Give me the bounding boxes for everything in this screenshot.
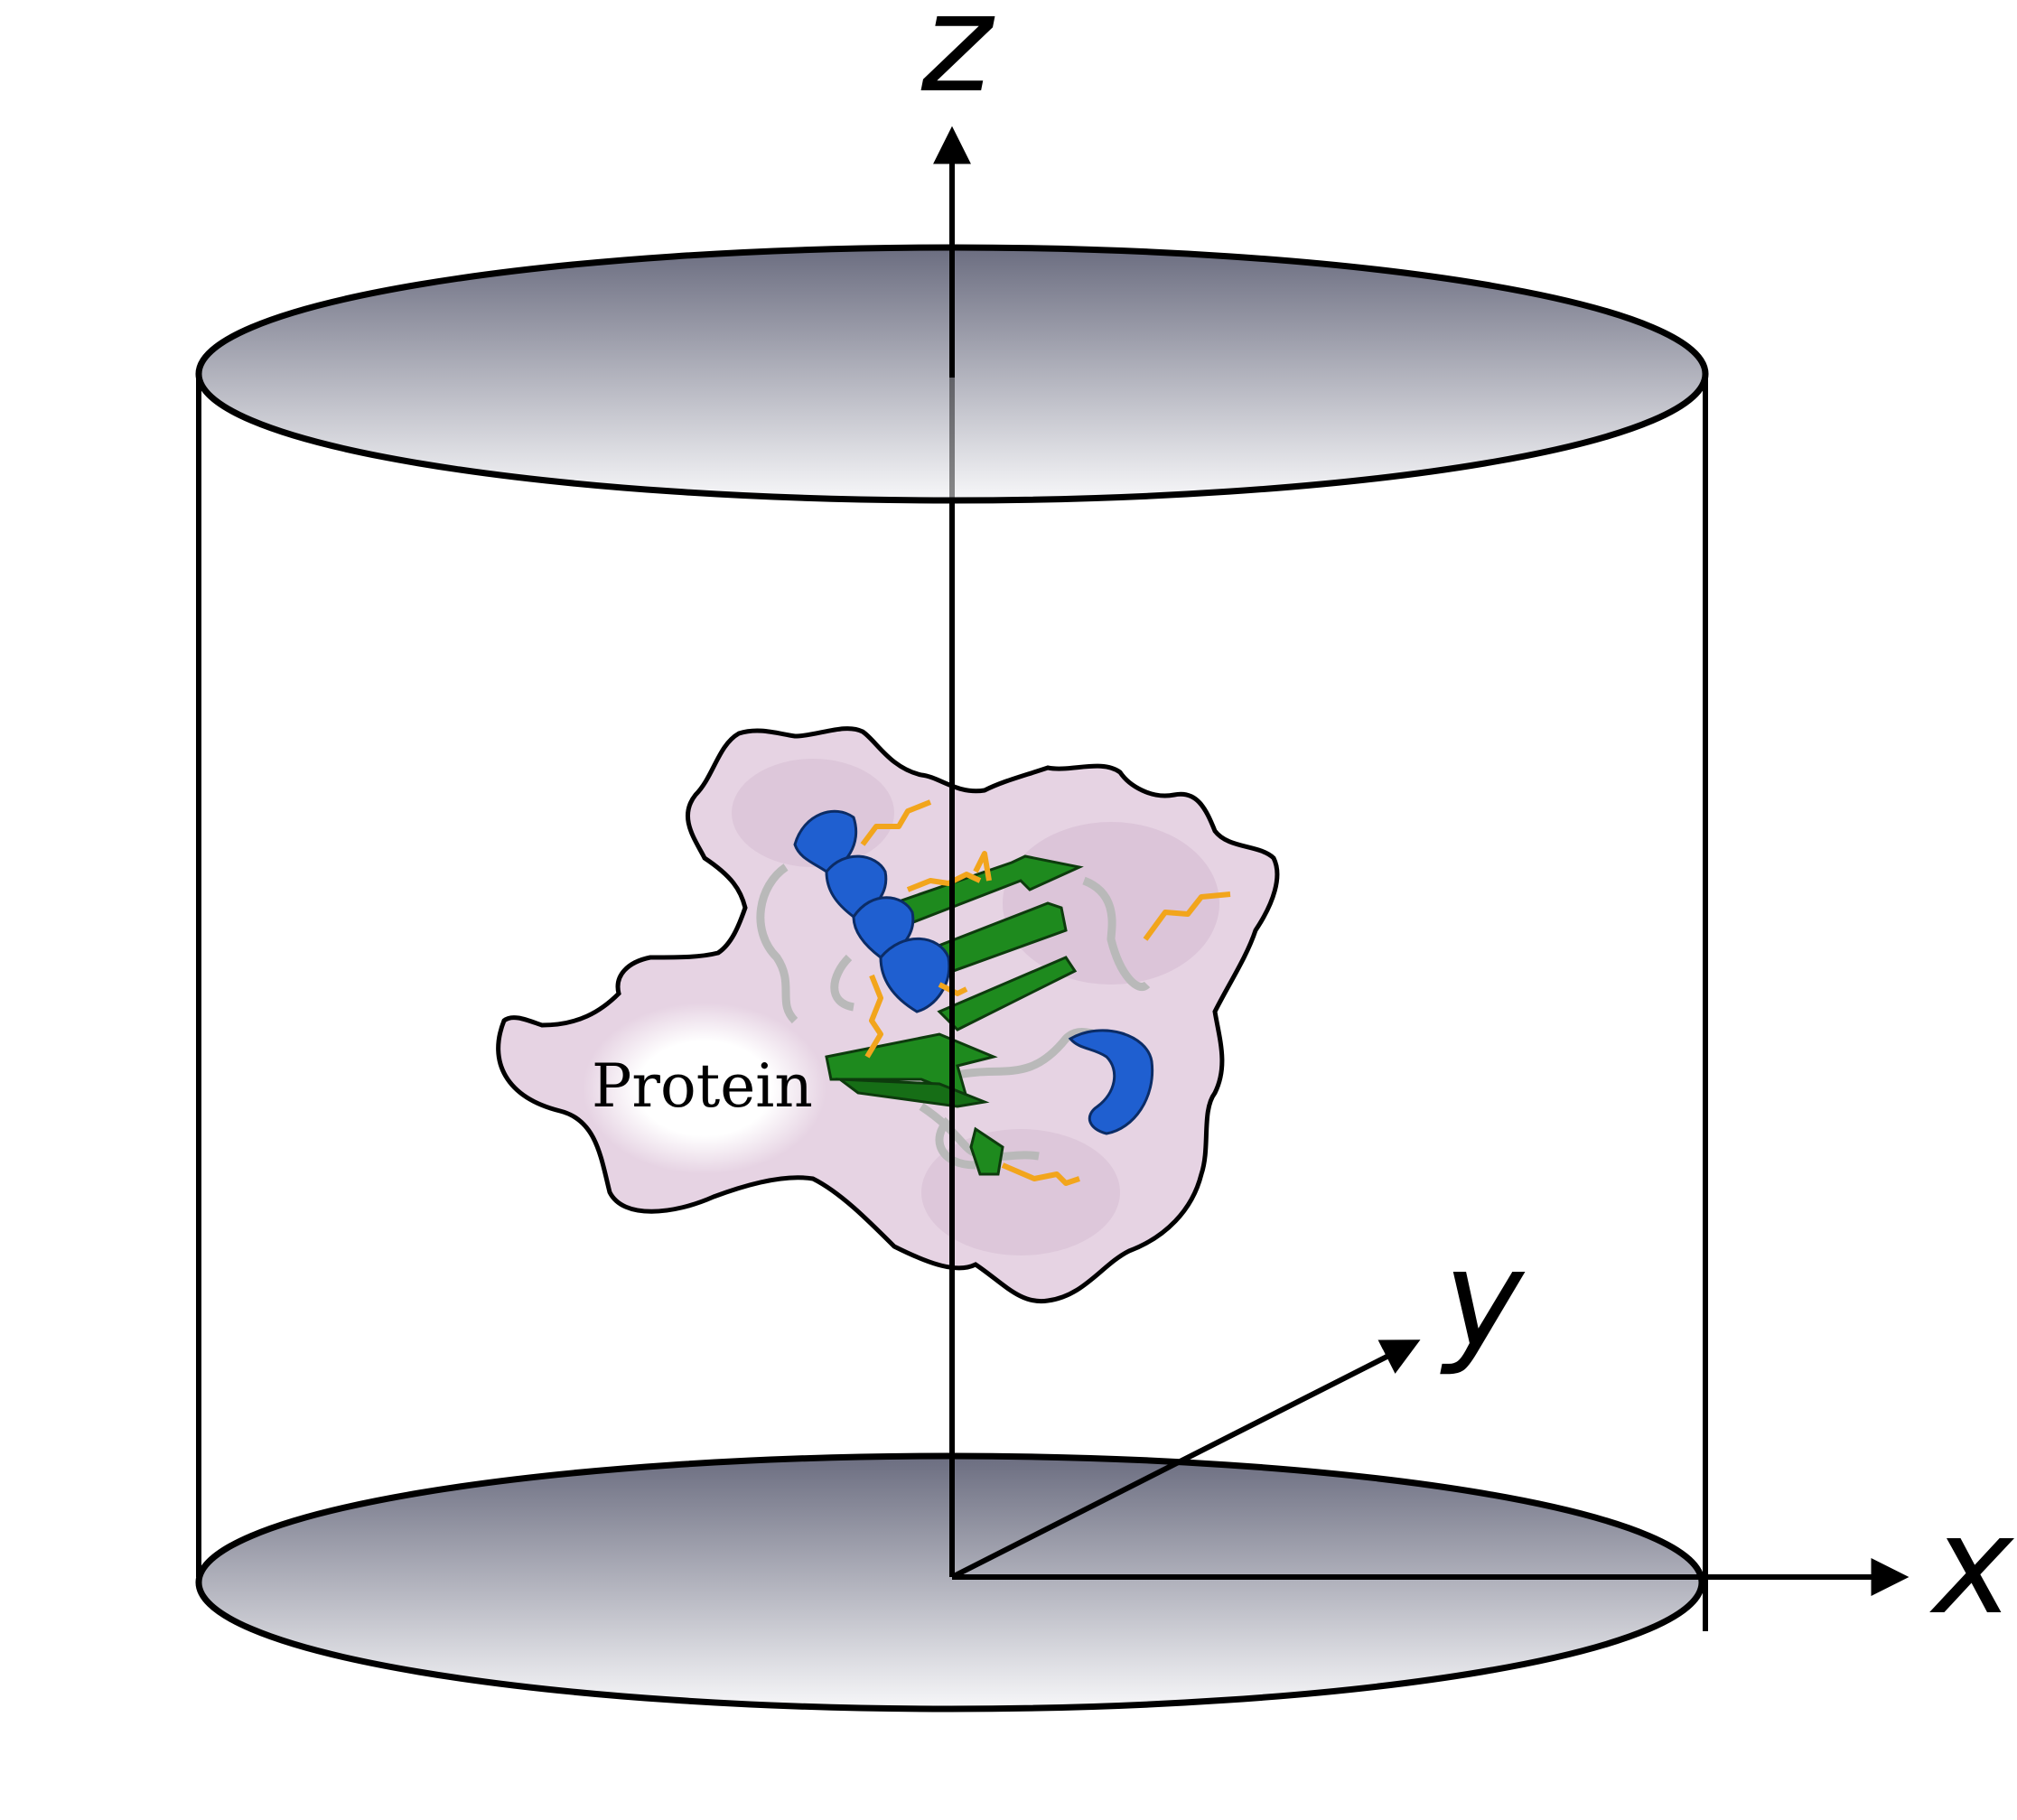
alpha-helix	[793, 809, 858, 873]
x-axis-label: x	[1929, 1488, 2015, 1645]
y-axis	[950, 1339, 1421, 1580]
protein-structure	[496, 726, 1280, 1304]
z-axis-label: z	[920, 0, 995, 123]
beta-strand	[836, 1078, 990, 1108]
side-chains	[860, 799, 1231, 1186]
surface-shade	[921, 1129, 1120, 1255]
alpha-helix	[1068, 1029, 1154, 1135]
loop-coil	[756, 863, 798, 1024]
protein-label-glow	[583, 1003, 826, 1174]
loop-coil	[830, 954, 855, 1012]
loop-coil	[1082, 876, 1151, 991]
beta-strand	[969, 1126, 1004, 1176]
y-axis-label: y	[1440, 1221, 1526, 1378]
loop-coil	[935, 1116, 976, 1170]
protein-label: Protein	[592, 1051, 813, 1121]
